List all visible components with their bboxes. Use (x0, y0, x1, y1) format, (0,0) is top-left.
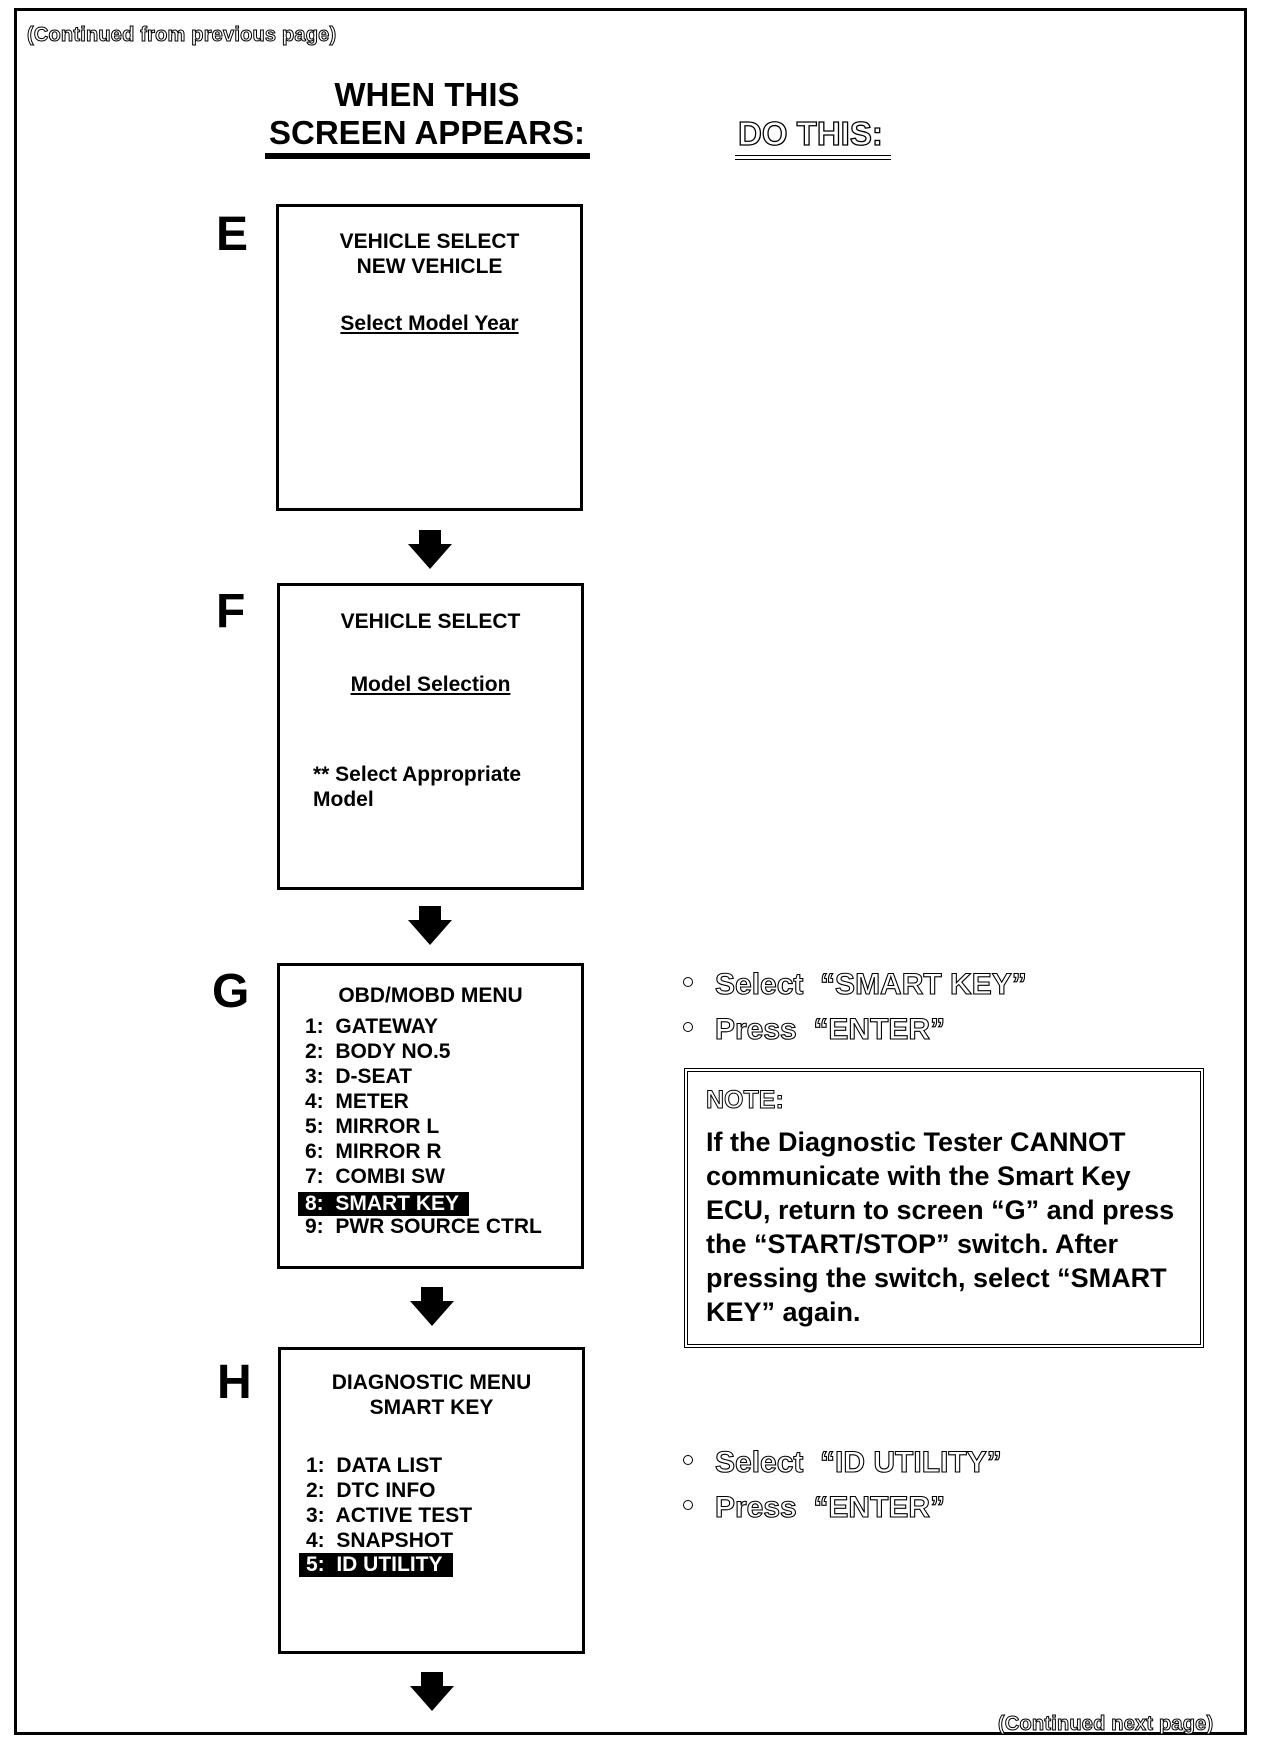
screen-e-line2: NEW VEHICLE (356, 255, 503, 278)
down-arrow-icon (408, 906, 452, 945)
screen-g-title: OBD/MOBD MENU (338, 984, 523, 1007)
action-g-select: Select “SMART KEY” (683, 967, 1027, 1002)
screen-h-header: DIAGNOSTIC MENU SMART KEY (281, 1370, 582, 1420)
menu-item-data-list: 1: DATA LIST (306, 1454, 443, 1477)
screen-e: VEHICLE SELECT NEW VEHICLE Select Model … (276, 204, 583, 511)
action-h-press: Press “ENTER” (683, 1490, 946, 1525)
screen-h-title-line1: DIAGNOSTIC MENU (331, 1371, 532, 1394)
bullet-icon (683, 1022, 693, 1033)
menu-item-mirror-l: 5: MIRROR L (305, 1115, 440, 1138)
menu-item-smart-key-selected: 8: SMART KEY (298, 1192, 470, 1216)
action-h-select-text: Select “ID UTILITY” (714, 1445, 1002, 1479)
note-text: If the Diagnostic Tester CANNOT communic… (706, 1127, 1175, 1327)
down-arrow-icon (410, 1672, 454, 1711)
action-h-press-text: Press “ENTER” (714, 1490, 946, 1524)
menu-item-id-utility-selected: 5: ID UTILITY (299, 1553, 453, 1577)
continued-next-label: (Continued next page) (997, 1713, 1214, 1736)
bullet-icon (683, 1500, 693, 1511)
header-when-line2: SCREEN APPEARS: (269, 114, 585, 151)
menu-item-active-test: 3: ACTIVE TEST (306, 1504, 473, 1527)
action-g-select-text: Select “SMART KEY” (714, 967, 1027, 1001)
screen-e-header: VEHICLE SELECT NEW VEHICLE (279, 229, 580, 279)
page-frame (14, 8, 1247, 1735)
screen-f-note-line1: ** Select Appropriate (313, 763, 522, 786)
header-when: WHEN THIS SCREEN APPEARS: (262, 76, 592, 152)
screen-e-line1: VEHICLE SELECT (339, 230, 520, 253)
note-title: NOTE: (706, 1086, 785, 1115)
menu-item-mirror-r: 6: MIRROR R (305, 1140, 442, 1163)
step-letter-g: G (212, 965, 250, 1018)
menu-item-gateway: 1: GATEWAY (305, 1015, 439, 1038)
action-g-press: Press “ENTER” (683, 1012, 946, 1047)
menu-item-meter: 4: METER (305, 1090, 409, 1113)
bullet-icon (683, 1455, 693, 1466)
menu-item-snapshot: 4: SNAPSHOT (306, 1529, 454, 1552)
header-when-underline (265, 153, 590, 159)
screen-f-note-line2: Model (313, 788, 374, 811)
screen-h: DIAGNOSTIC MENU SMART KEY 1: DATA LIST 2… (278, 1347, 585, 1654)
screen-f-line1: VEHICLE SELECT (340, 610, 521, 633)
step-letter-h: H (217, 1356, 252, 1409)
header-do-this-underline (735, 155, 891, 160)
screen-f-note: ** Select Appropriate Model (313, 762, 521, 812)
action-h-select: Select “ID UTILITY” (683, 1445, 1002, 1480)
screen-g: OBD/MOBD MENU 1: GATEWAY 2: BODY NO.5 3:… (277, 963, 584, 1269)
screen-e-select-model-year: Select Model Year (340, 312, 519, 335)
step-letter-f: F (216, 585, 246, 638)
menu-item-body-no5: 2: BODY NO.5 (305, 1040, 451, 1063)
continued-from-label: (Continued from previous page) (26, 24, 337, 47)
step-letter-e: E (216, 208, 249, 261)
menu-item-d-seat: 3: D-SEAT (305, 1065, 412, 1088)
header-do-this: DO THIS: (737, 114, 883, 152)
note-box: NOTE: If the Diagnostic Tester CANNOT co… (684, 1068, 1204, 1348)
menu-item-pwr-source-ctrl: 9: PWR SOURCE CTRL (305, 1215, 542, 1238)
menu-item-combi-sw: 7: COMBI SW (305, 1165, 445, 1188)
header-when-line1: WHEN THIS (334, 76, 520, 113)
down-arrow-icon (408, 530, 452, 569)
menu-item-dtc-info: 2: DTC INFO (306, 1479, 436, 1502)
screen-f-model-selection: Model Selection (350, 673, 511, 696)
action-g-press-text: Press “ENTER” (714, 1012, 946, 1046)
bullet-icon (683, 977, 693, 988)
down-arrow-icon (410, 1287, 454, 1326)
screen-h-title-line2: SMART KEY (369, 1396, 494, 1419)
screen-f: VEHICLE SELECT Model Selection ** Select… (277, 583, 584, 890)
